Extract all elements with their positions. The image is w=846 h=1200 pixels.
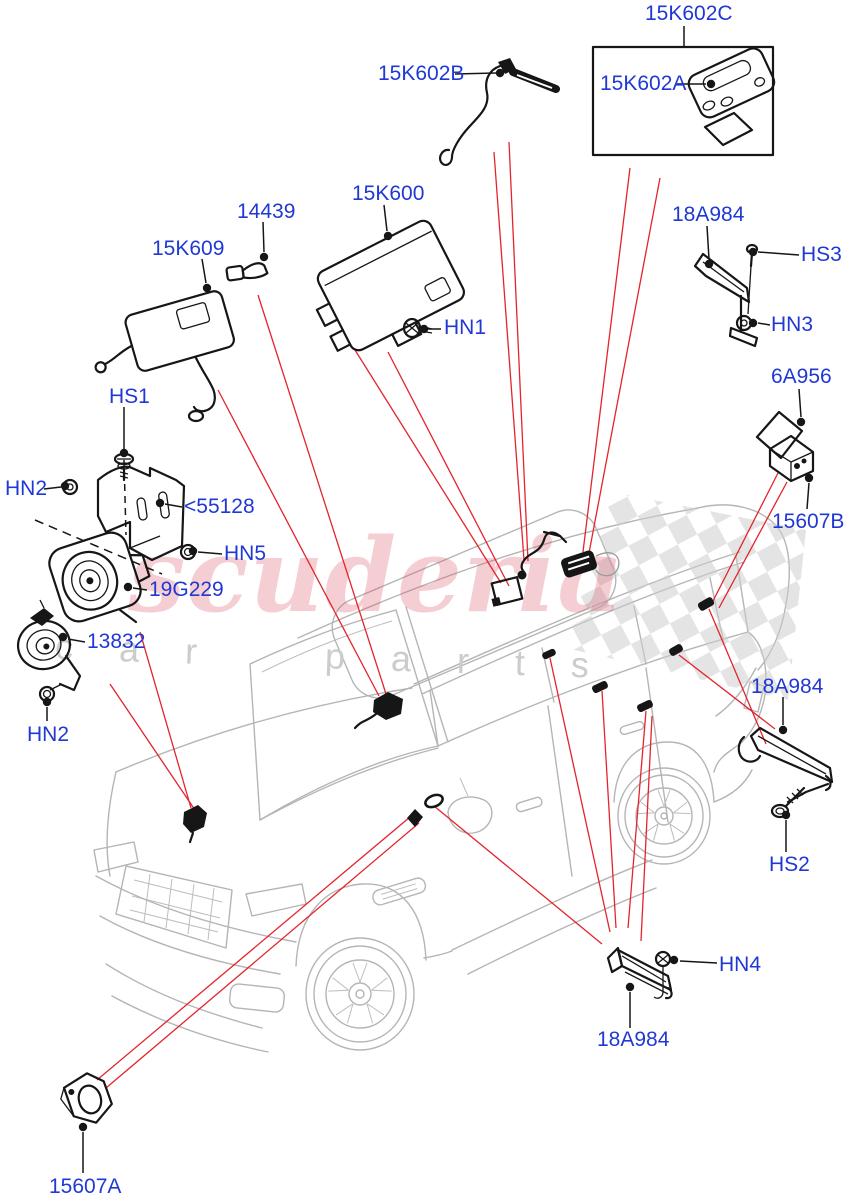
- part-label-15k609[interactable]: 15K609: [152, 237, 225, 260]
- part-label-15607b[interactable]: 15607B: [772, 510, 845, 533]
- key-blade-part: [439, 58, 560, 166]
- part-label-6a956[interactable]: 6A956: [771, 365, 832, 388]
- part-label-hn4[interactable]: HN4: [719, 953, 762, 976]
- part-label-hs1[interactable]: HS1: [109, 385, 150, 408]
- part-label-hn2-lower[interactable]: HN2: [27, 723, 70, 746]
- pillar-marker-part: [407, 809, 423, 827]
- part-label-19g229[interactable]: 19G229: [149, 578, 224, 601]
- code-card-part: [703, 111, 754, 147]
- checkered-flag-watermark: [566, 492, 806, 700]
- pillar-ring-part: [424, 793, 444, 809]
- pad-6a956-part: [755, 410, 804, 460]
- front-wheel: [305, 937, 415, 1051]
- antenna-right-part: [737, 726, 834, 819]
- roof-markers: [542, 597, 715, 713]
- part-label-15k602a[interactable]: 15K602A: [600, 72, 687, 95]
- module-15607b-part: [768, 434, 815, 483]
- part-label-18a984-bottom[interactable]: 18A984: [597, 1028, 670, 1051]
- antenna-top-part: [693, 243, 759, 348]
- kit-box-part: [591, 45, 776, 157]
- horn-part: [16, 599, 82, 703]
- cowl-sensor-part: [373, 692, 403, 720]
- hs2-screw-part: [770, 786, 806, 819]
- remote-transmitter-part: [687, 47, 776, 119]
- cowl-sensor-wire: [353, 712, 378, 730]
- part-label-hn2-upper[interactable]: HN2: [5, 477, 48, 500]
- bracket-55128-part: [96, 465, 186, 562]
- leader-lines: [34, 26, 814, 1173]
- rear-wheel: [617, 767, 711, 865]
- control-module-part: [315, 219, 465, 352]
- part-label-15k600[interactable]: 15K600: [352, 182, 425, 205]
- part-label-18a984-top[interactable]: 18A984: [672, 203, 745, 226]
- roof-connector-part: [490, 576, 524, 607]
- bracket-15607a-part: [60, 1072, 113, 1124]
- siren-part: [48, 531, 151, 624]
- part-label-hn1[interactable]: HN1: [444, 316, 487, 339]
- antenna-bottom-part: [606, 946, 673, 1000]
- hood-latch-tail: [188, 831, 195, 844]
- roof-module-part: [561, 550, 620, 578]
- part-label-hs3[interactable]: HS3: [801, 243, 842, 266]
- part-label-hn5[interactable]: HN5: [224, 542, 267, 565]
- part-label-15k602c[interactable]: 15K602C: [645, 2, 733, 25]
- part-label-13832[interactable]: 13832: [87, 630, 146, 653]
- part-label-55128[interactable]: <55128: [184, 495, 255, 518]
- receiver-part: [94, 290, 235, 423]
- part-label-hs2[interactable]: HS2: [769, 853, 810, 876]
- part-label-hn3[interactable]: HN3: [771, 313, 814, 336]
- part-label-14439[interactable]: 14439: [237, 200, 296, 223]
- red-locator-lines: [96, 141, 788, 1089]
- part-label-15607a[interactable]: 15607A: [49, 1175, 122, 1198]
- hood-latch-part: [183, 805, 207, 833]
- part-label-18a984-right[interactable]: 18A984: [751, 675, 824, 698]
- roof-cable-part: [517, 530, 568, 580]
- part-label-15k602b[interactable]: 15K602B: [378, 62, 465, 85]
- bracket-14439-part: [225, 262, 269, 282]
